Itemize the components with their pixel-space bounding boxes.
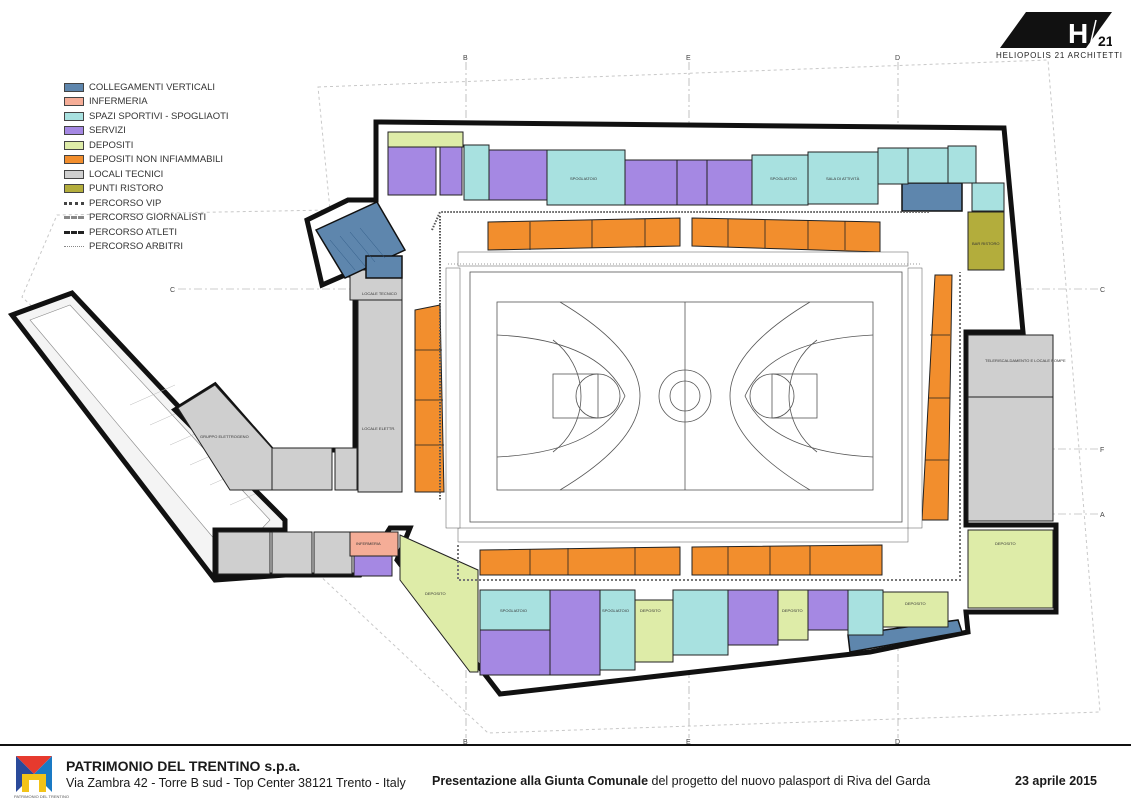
path-swatch-arbitri	[64, 246, 84, 248]
stairs	[314, 182, 963, 653]
basketball-court	[469, 271, 903, 523]
presentation-title: Presentazione alla Giunta Comunale del p…	[432, 774, 930, 788]
label-deposito-e: DEPOSITO	[995, 541, 1016, 546]
logo-mark: H	[1068, 18, 1088, 49]
presentation-bold: Presentazione alla Giunta Comunale	[432, 774, 649, 788]
legend-label: SERVIZI	[89, 125, 126, 137]
grid-label-a-right: A	[1100, 512, 1105, 519]
paths	[431, 211, 961, 581]
legend-label: LOCALI TECNICI	[89, 168, 164, 180]
legend-label: DEPOSITI NON INFIAMMABILI	[89, 154, 224, 166]
legend-swatch	[64, 126, 84, 136]
presentation-rest: del progetto del nuovo palasport di Riva…	[648, 774, 931, 788]
label-infermeria: INFERMERIA	[356, 541, 381, 546]
legend-item: SPAZI SPORTIVI - SPOGLIAOTI	[64, 109, 229, 124]
seating-stands	[445, 251, 923, 543]
legend-item: DEPOSITI NON INFIAMMABILI	[64, 153, 229, 168]
label-sala-attivita: SALA DI ATTIVITÀ	[826, 176, 860, 181]
grid-label-e-top: E	[686, 55, 691, 62]
footer: PATRIMONIO DEL TRENTINO PATRIMONIO DEL T…	[0, 744, 1131, 802]
label-bar: BAR RISTORO	[972, 241, 1000, 246]
legend-swatch	[64, 169, 84, 179]
company-name: PATRIMONIO DEL TRENTINO s.p.a.	[66, 758, 301, 774]
legend-item: INFERMERIA	[64, 95, 229, 110]
label-gruppo-elettrogeno: GRUPPO ELETTROGENO	[200, 434, 249, 439]
grid-label-b-top: B	[463, 55, 468, 62]
legend-label: SPAZI SPORTIVI - SPOGLIAOTI	[89, 110, 229, 122]
grid-label-c-right: C	[1100, 287, 1105, 294]
grid-label-e-bottom: E	[686, 739, 691, 745]
h21-logo: H 21	[1000, 12, 1112, 49]
legend-path-label: PERCORSO VIP	[89, 197, 162, 209]
legend-label: PUNTI RISTORO	[89, 183, 164, 195]
label-locale-elettrico: LOCALE ELETTR.	[362, 426, 395, 431]
legend-item: PUNTI RISTORO	[64, 182, 229, 197]
path-swatch-giornalisti	[64, 216, 84, 220]
grid-label-c-left: C	[170, 287, 175, 294]
presentation-date: 23 aprile 2015	[1015, 774, 1098, 788]
logo-studio-name: HELIOPOLIS 21 ARCHITETTI	[996, 51, 1123, 60]
legend-swatch	[64, 140, 84, 150]
legend-path-label: PERCORSO ARBITRI	[89, 241, 183, 253]
label-spogliatoio-s1: SPOGLIATOIO	[500, 608, 527, 613]
grid-label-f-right: F	[1100, 447, 1104, 454]
label-spogliatoio-s2: SPOGLIATOIO	[602, 608, 629, 613]
grid-label-d-bottom: D	[895, 739, 900, 745]
logo-caption: PATRIMONIO DEL TRENTINO	[14, 794, 69, 799]
legend-path: PERCORSO GIORNALISTI	[64, 211, 229, 226]
label-deposito-s4: DEPOSITO	[905, 601, 926, 606]
logo-number: 21	[1098, 33, 1112, 49]
company-address: Via Zambra 42 - Torre B sud - Top Center…	[66, 776, 406, 790]
legend-item: DEPOSITI	[64, 138, 229, 153]
legend-label: INFERMERIA	[89, 96, 148, 108]
legend-path: PERCORSO ARBITRI	[64, 240, 229, 255]
legend-path-label: PERCORSO GIORNALISTI	[89, 212, 207, 224]
path-swatch-vip	[64, 201, 84, 205]
floor-plan: B B E E D D C C F F A A GRUPPO ELETTROGE…	[7, 55, 1105, 745]
patrimonio-logo	[16, 756, 52, 792]
grid-label-b-bottom: B	[463, 739, 468, 745]
grid-label-d-top: D	[895, 55, 900, 62]
legend-path: PERCORSO ATLETI	[64, 225, 229, 240]
legend-item: LOCALI TECNICI	[64, 167, 229, 182]
legend-swatch	[64, 111, 84, 121]
legend-swatch	[64, 82, 84, 92]
label-deposito-s3: DEPOSITO	[782, 608, 803, 613]
legend-swatch	[64, 155, 84, 165]
legend-label: DEPOSITI	[89, 139, 134, 151]
legend-item: SERVIZI	[64, 124, 229, 139]
label-teleriscaldamento: TELERISCALDAMENTO E LOCALE POMPE	[985, 358, 1066, 363]
legend: COLLEGAMENTI VERTICALI INFERMERIA SPAZI …	[64, 80, 229, 254]
technical-rooms	[177, 269, 1054, 575]
legend-label: COLLEGAMENTI VERTICALI	[89, 81, 215, 93]
north-wing	[387, 131, 1005, 271]
legend-swatch	[64, 97, 84, 107]
legend-path-label: PERCORSO ATLETI	[89, 226, 177, 238]
label-spogliatoio-n1: SPOGLIATOIO	[570, 176, 597, 181]
label-spogliatoio-n2: SPOGLIATOIO	[770, 176, 797, 181]
path-swatch-atleti	[64, 230, 84, 234]
legend-item: COLLEGAMENTI VERTICALI	[64, 80, 229, 95]
label-deposito-s1: DEPOSITO	[425, 591, 446, 596]
legend-swatch	[64, 184, 84, 194]
label-locale-tecnico: LOCALE TECNICO	[362, 291, 397, 296]
label-deposito-s2: DEPOSITO	[640, 608, 661, 613]
legend-path: PERCORSO VIP	[64, 196, 229, 211]
